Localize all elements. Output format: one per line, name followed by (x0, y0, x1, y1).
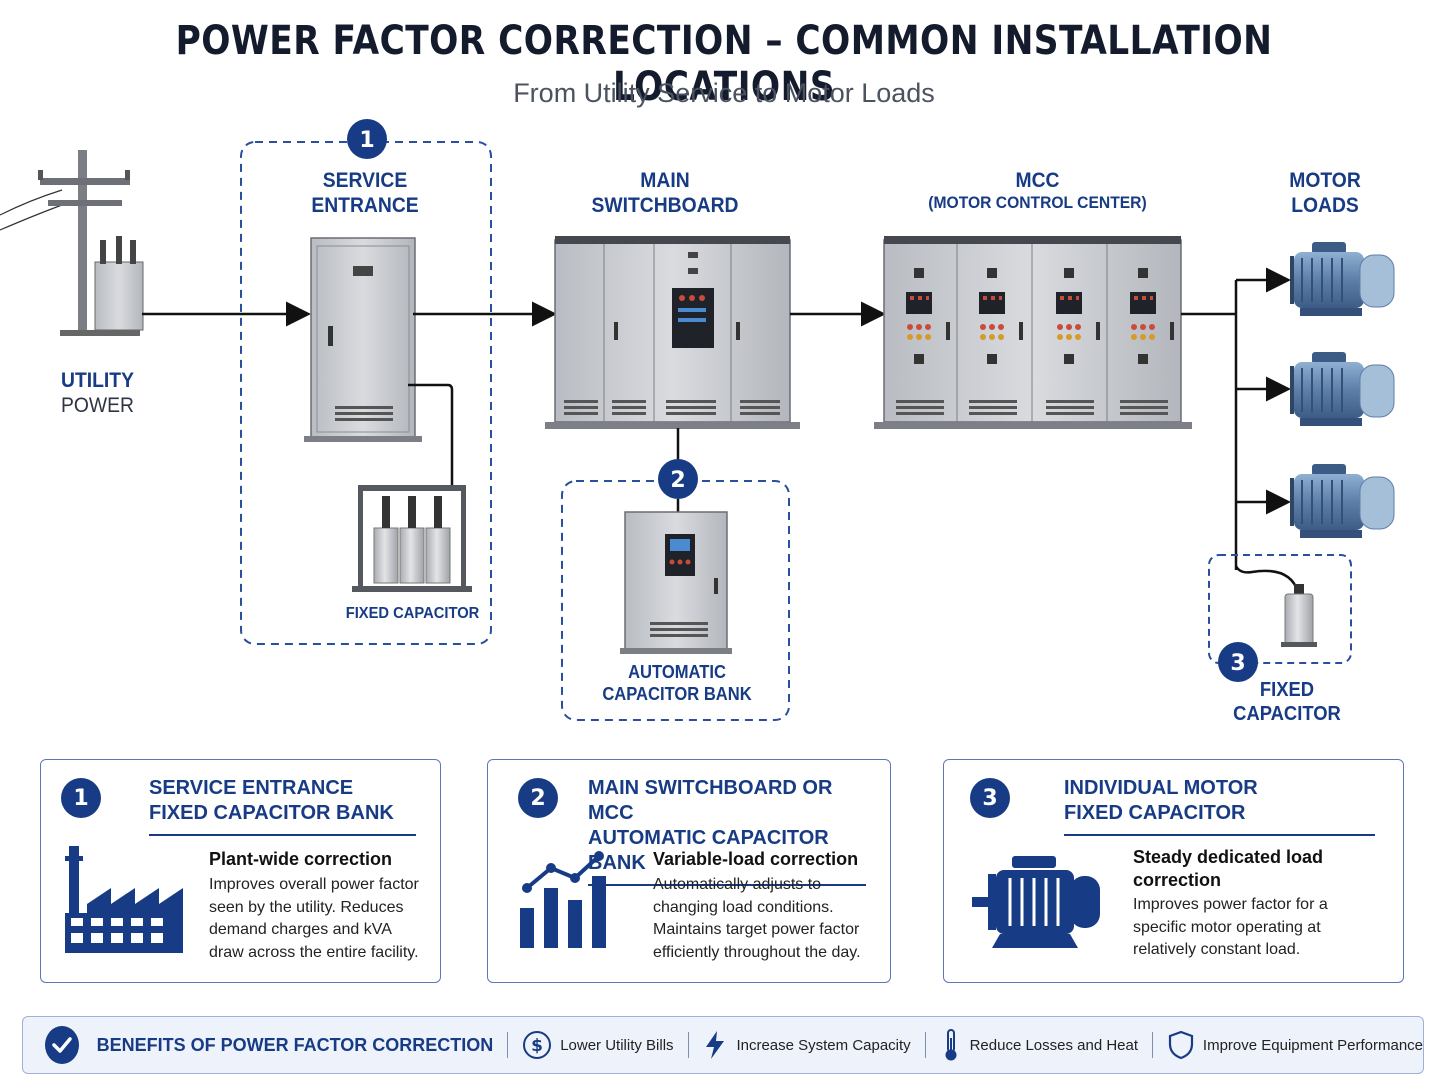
bar-chart-icon (520, 851, 606, 948)
checkmark-icon (45, 1026, 79, 1064)
card-3-body: Improves power factor for a specific mot… (1133, 896, 1328, 959)
utility-pole-icon (0, 150, 144, 336)
motor-1-icon (1290, 242, 1395, 316)
motor-icon (972, 856, 1100, 948)
card-1-number: 1 (61, 778, 101, 818)
location-1-number: 1 (359, 128, 374, 153)
fixed-capacitor-1-label: FIXED CAPACITOR (345, 605, 480, 622)
motor-loads-label: MOTOR LOADS (1289, 169, 1361, 218)
benefit-equipment-performance: Improve Equipment Performance (1167, 1030, 1423, 1060)
card-1-heading: Plant-wide correction (209, 849, 393, 869)
location-3-badge (1218, 642, 1258, 682)
divider (687, 1032, 689, 1058)
divider (924, 1032, 926, 1058)
motor-3-icon (1289, 463, 1395, 539)
card-3-title: INDIVIDUAL MOTOR FIXED CAPACITOR (1064, 776, 1375, 836)
benefit-reduce-losses: Reduce Losses and Heat (940, 1028, 1138, 1062)
card-2-heading: Variable-load correction (653, 849, 859, 869)
card-individual-motor: 3 INDIVIDUAL MOTOR FIXED CAPACITOR Stead… (943, 759, 1404, 983)
lightning-icon (706, 1031, 725, 1059)
card-2-title: MAIN SWITCHBOARD OR MCC AUTOMATIC CAPACI… (588, 776, 866, 886)
automatic-capacitor-bank-label: AUTOMATIC CAPACITOR BANK (602, 662, 752, 704)
mcc-label: MCC (MOTOR CONTROL CENTER) (928, 169, 1147, 213)
fixed-capacitor-3-label: FIXED CAPACITOR (1233, 679, 1341, 725)
benefit-lower-bills: $ Lower Utility Bills (522, 1030, 674, 1060)
factory-icon (65, 846, 183, 953)
mcc-cabinet (874, 236, 1192, 429)
card-automatic-bank: 2 MAIN SWITCHBOARD OR MCC AUTOMATIC CAPA… (487, 759, 891, 983)
location-3-number: 3 (1230, 651, 1245, 676)
card-3-heading: Steady dedicated load correction (1133, 847, 1324, 891)
motor-2-icon (1289, 351, 1395, 427)
shield-icon (1168, 1030, 1194, 1060)
service-entrance-cabinet (304, 237, 422, 442)
card-1-title: SERVICE ENTRANCE FIXED CAPACITOR BANK (149, 776, 416, 836)
card-3-number: 3 (970, 778, 1010, 818)
card-service-entrance: 1 SERVICE ENTRANCE FIXED CAPACITOR BANK … (40, 759, 441, 983)
one-line-diagram: 1 (0, 119, 1395, 721)
main-switchboard-label: MAIN SWITCHBOARD (591, 169, 739, 218)
location-2-number: 2 (670, 468, 685, 493)
service-entrance-label: SERVICE ENTRANCE (311, 169, 419, 218)
location-3-box (1208, 554, 1352, 664)
divider (507, 1032, 509, 1058)
benefit-system-capacity: Increase System Capacity (702, 1030, 911, 1060)
card-2-body: Automatically adjusts to changing load c… (653, 876, 861, 962)
card-1-body: Improves overall power factor seen by th… (209, 876, 419, 962)
dollar-icon: $ (523, 1031, 552, 1059)
utility-power-label: UTILITY POWER (61, 369, 134, 418)
fixed-capacitor-1-icon (352, 485, 472, 592)
page-subtitle: From Utility Service to Motor Loads (513, 78, 935, 108)
thermometer-icon (945, 1029, 957, 1061)
benefits-title: BENEFITS OF POWER FACTOR CORRECTION (96, 1034, 494, 1055)
svg-text:$: $ (531, 1036, 543, 1056)
card-2-number: 2 (518, 778, 558, 818)
fixed-capacitor-3-icon (1281, 584, 1317, 647)
main-switchboard-cabinet (545, 236, 800, 429)
benefits-bar: BENEFITS OF POWER FACTOR CORRECTION $ Lo… (22, 1016, 1424, 1074)
location-1-box (240, 141, 492, 645)
automatic-capacitor-bank-cabinet (620, 511, 732, 654)
divider (1152, 1032, 1153, 1058)
location-2-badge (658, 459, 698, 499)
page-title: POWER FACTOR CORRECTION – COMMON INSTALL… (175, 18, 1273, 110)
location-1-badge (347, 119, 387, 159)
